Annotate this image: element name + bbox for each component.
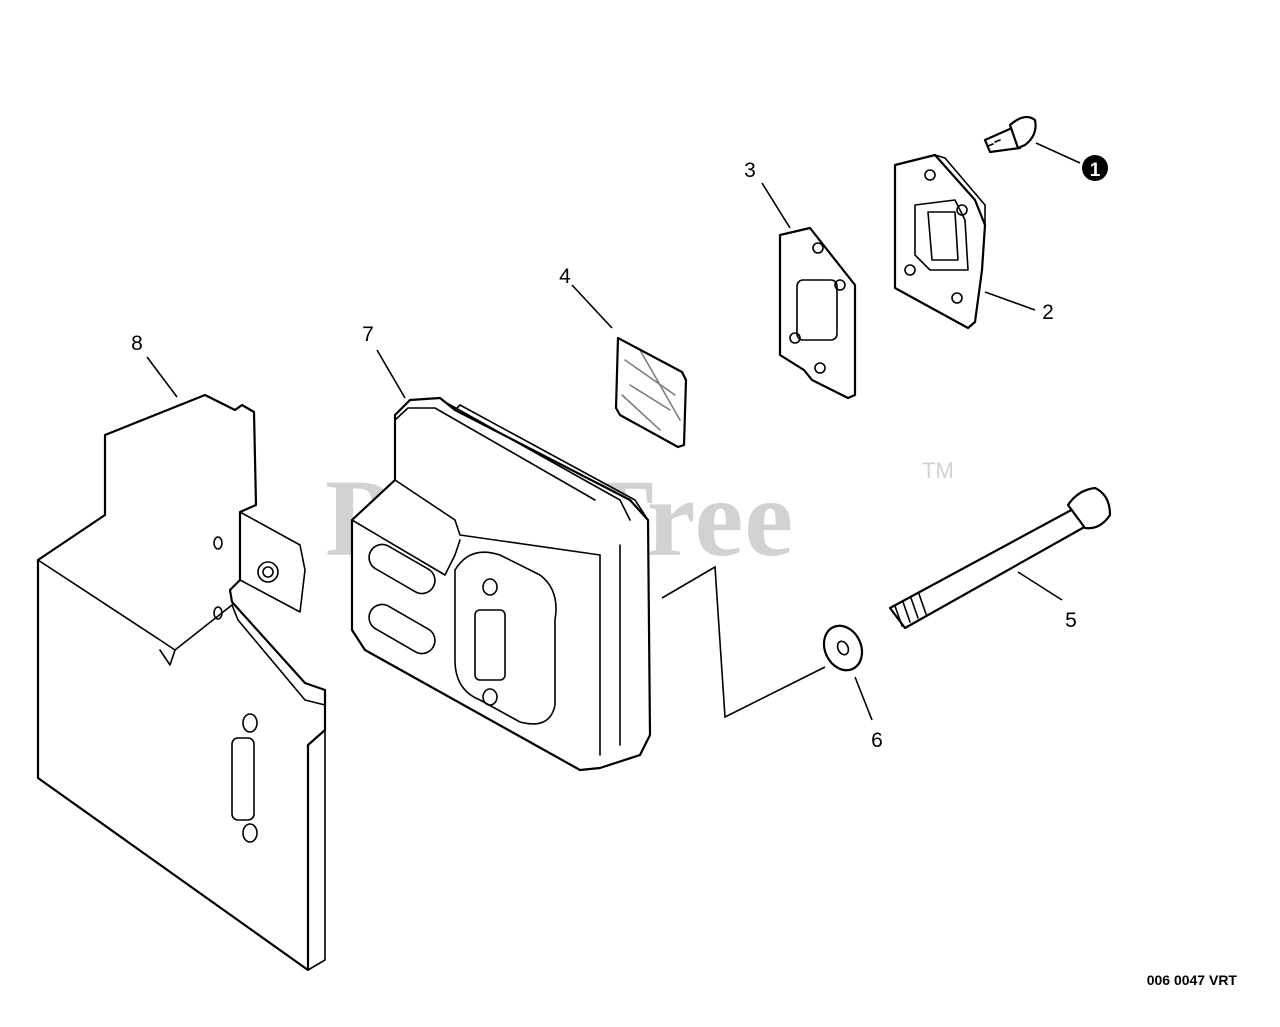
diagram-code: 006 0047 VRT	[1147, 972, 1238, 988]
callout-4[interactable]: 4	[559, 265, 571, 288]
bolt-icon[interactable]	[888, 486, 1112, 630]
watermark-trademark: TM	[922, 458, 954, 483]
callout-1-label: 1	[1090, 160, 1101, 181]
plate-icon[interactable]	[893, 153, 987, 330]
gasket-icon[interactable]	[778, 226, 857, 400]
heat-shield-icon[interactable]	[36, 393, 327, 972]
washer-icon[interactable]	[817, 620, 869, 677]
leader-lines	[146, 142, 1081, 721]
muffler-icon[interactable]	[350, 396, 652, 772]
callout-3[interactable]: 3	[744, 159, 756, 182]
callout-7[interactable]: 7	[362, 323, 374, 346]
callout-1[interactable]: 1	[1082, 155, 1108, 181]
screw-icon[interactable]	[983, 115, 1037, 154]
callout-6[interactable]: 6	[871, 729, 883, 752]
callout-5[interactable]: 5	[1065, 609, 1077, 632]
screen-icon[interactable]	[614, 336, 688, 449]
callout-2[interactable]: 2	[1042, 301, 1054, 324]
callout-8[interactable]: 8	[131, 332, 143, 355]
